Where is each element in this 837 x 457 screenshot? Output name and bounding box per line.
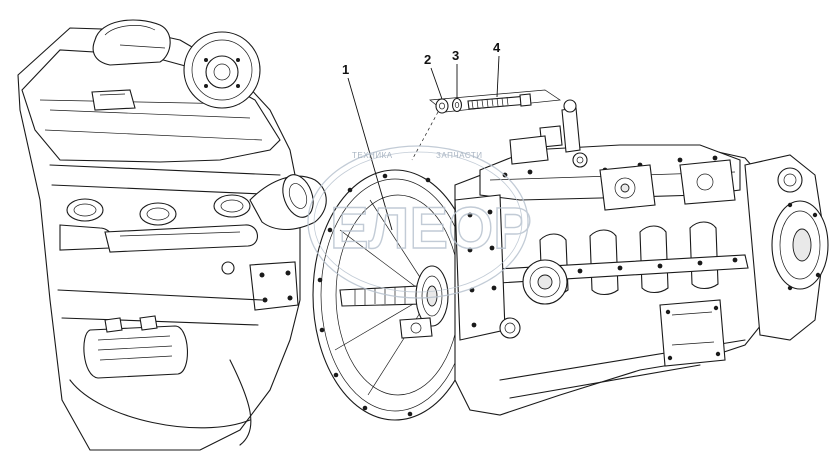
gearbox-case (454, 99, 766, 416)
watermark-left-text: ТЕХНИКА (352, 151, 393, 160)
callout-label-1: 1 (342, 62, 349, 77)
callout-4: 4 (493, 40, 501, 98)
washer (451, 97, 463, 113)
watermark: ТЕХНИКА ЗАПЧАСТИ ЕЛЕОР (307, 145, 533, 299)
rear-range-housing (744, 154, 829, 341)
watermark-logo: ЕЛЕОР (330, 196, 532, 261)
callout-label-2: 2 (424, 52, 431, 67)
clutch-bell-housing (312, 169, 478, 421)
callout-label-3: 3 (452, 48, 459, 63)
nut (435, 98, 449, 114)
watermark-right-text: ЗАПЧАСТИ (436, 151, 482, 160)
callout-label-4: 4 (493, 40, 501, 55)
engine-block (17, 19, 327, 451)
exploded-fasteners (411, 89, 562, 161)
callout-3: 3 (452, 48, 459, 98)
callout-2: 2 (424, 52, 443, 100)
stud (467, 93, 532, 110)
